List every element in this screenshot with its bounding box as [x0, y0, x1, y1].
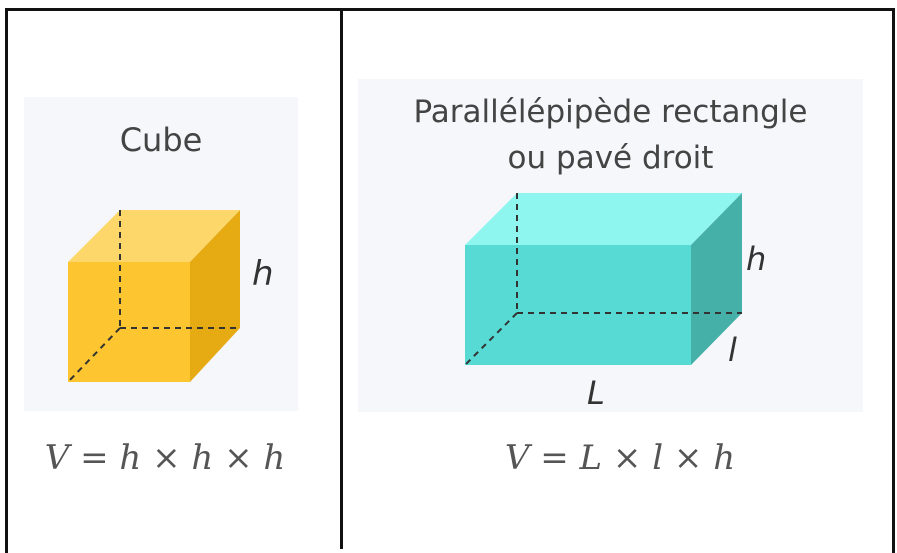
cube-top-face: [68, 210, 240, 262]
pave-hidden-edge-diagonal: [464, 312, 518, 366]
pave-volume-formula: V = L × l × h: [504, 438, 736, 478]
pave-length-label: L: [587, 374, 605, 412]
cube-panel: Cube h: [24, 97, 298, 411]
pave-title-line2: ou pavé droit: [507, 140, 714, 176]
pave-drawing: h l L: [464, 193, 766, 412]
pave-top-face: [465, 193, 742, 245]
cube-drawing: h: [67, 210, 274, 383]
table-frame: [5, 8, 895, 553]
cube-height-label: h: [252, 254, 274, 294]
cube-title: Cube: [119, 121, 203, 159]
cube-side-face: [190, 210, 240, 382]
pave-front-face: [465, 245, 691, 365]
pave-title: Parallélépipède rectangle ou pavé droit: [358, 89, 863, 181]
pave-title-line1: Parallélépipède rectangle: [413, 94, 808, 130]
pave-side-face: [691, 193, 742, 365]
pave-panel: Parallélépipède rectangle ou pavé droit …: [358, 79, 863, 412]
column-divider: [340, 8, 343, 549]
cube-front-face: [68, 262, 190, 382]
cube-hidden-edge-diagonal: [67, 327, 121, 383]
pave-height-label: h: [746, 240, 766, 278]
cube-volume-formula: V = h × h × h: [44, 438, 286, 478]
pave-width-label: l: [728, 331, 737, 369]
